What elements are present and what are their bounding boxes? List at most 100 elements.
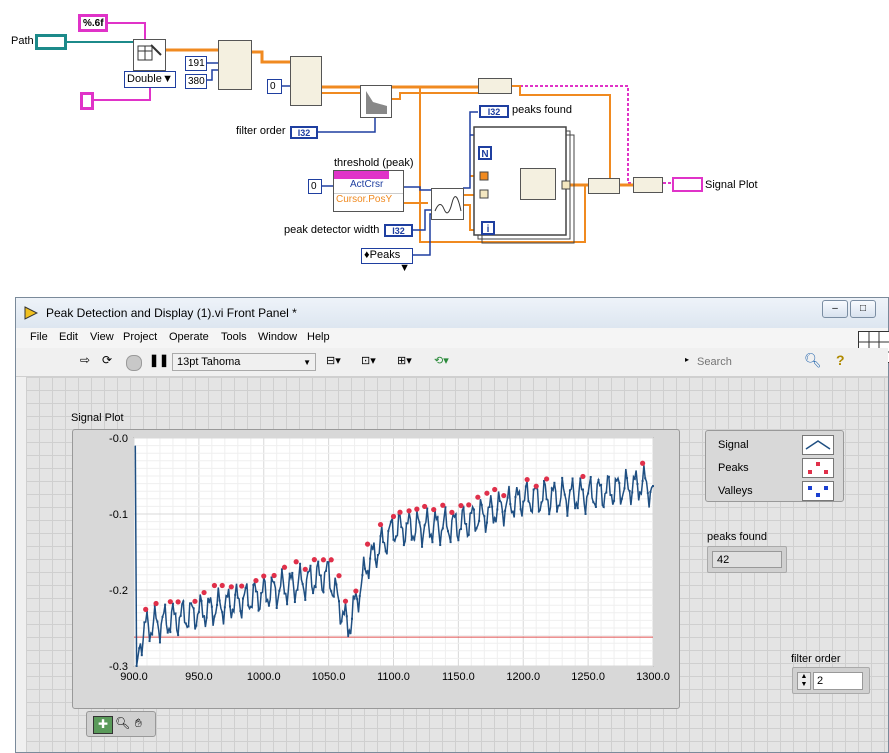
peak-marker bbox=[228, 584, 234, 590]
signal-point bbox=[566, 514, 569, 517]
constant-zero-cursor[interactable]: 0 bbox=[308, 179, 322, 194]
signal-plot-terminal[interactable] bbox=[672, 177, 703, 192]
signal-point bbox=[519, 508, 522, 511]
reorder-icon[interactable]: ⟲▾ bbox=[434, 355, 449, 367]
peaks-found-label: peaks found bbox=[707, 531, 767, 543]
signal-point bbox=[177, 634, 180, 637]
zoom-tool-icon[interactable]: 🔍︎ bbox=[115, 716, 131, 730]
peaks-selector-ring[interactable]: ♦Peaks ▼ bbox=[361, 248, 413, 274]
signal-point bbox=[623, 487, 626, 490]
plot-legend[interactable]: Signal Peaks Valleys bbox=[705, 430, 844, 502]
increment-arrow-icon[interactable]: ▲ bbox=[800, 673, 808, 680]
signal-point bbox=[626, 477, 629, 480]
x-tick-label: 950.0 bbox=[185, 671, 213, 683]
path-control-terminal[interactable] bbox=[35, 34, 67, 50]
run-arrow-icon[interactable]: ⇨ bbox=[80, 353, 91, 367]
format-string-constant[interactable]: %.6f bbox=[78, 14, 108, 32]
decrement-arrow-icon[interactable]: ▼ bbox=[800, 681, 808, 688]
signal-point bbox=[218, 599, 221, 602]
minimize-button[interactable]: – bbox=[822, 300, 848, 318]
signal-point bbox=[470, 511, 473, 514]
filter-order-stepper[interactable]: ▲▼ bbox=[797, 672, 811, 690]
peaks-found-terminal[interactable]: I32 bbox=[479, 105, 509, 118]
distribute-objects-icon[interactable]: ⊡▾ bbox=[361, 355, 376, 367]
pause-icon[interactable]: ❚❚ bbox=[149, 353, 170, 367]
peak-marker bbox=[293, 559, 299, 565]
signal-point bbox=[384, 550, 387, 553]
pan-hand-icon[interactable]: ✋︎ bbox=[135, 716, 142, 730]
threshold-property-node[interactable]: ActCrsr Cursor.PosY bbox=[333, 170, 404, 212]
signal-point bbox=[166, 631, 169, 634]
run-continuously-icon[interactable]: ⟳ bbox=[102, 353, 113, 367]
constant-191[interactable]: 191 bbox=[185, 56, 207, 71]
peak-detector-node[interactable] bbox=[431, 188, 464, 220]
constant-380[interactable]: 380 bbox=[185, 74, 207, 89]
signal-point bbox=[301, 583, 304, 586]
signal-point bbox=[327, 561, 330, 564]
align-objects-icon[interactable]: ⊟▾ bbox=[326, 355, 341, 367]
signal-point bbox=[260, 592, 263, 595]
signal-point bbox=[439, 544, 442, 547]
x-tick-label: 1150.0 bbox=[442, 671, 475, 683]
signal-point bbox=[475, 527, 478, 530]
peak-width-terminal[interactable]: I32 bbox=[384, 224, 413, 237]
legend-peaks-swatch[interactable] bbox=[802, 458, 834, 478]
signal-plot-terminal-label: Signal Plot bbox=[705, 179, 758, 191]
menu-tools[interactable]: Tools bbox=[221, 331, 247, 343]
menu-project[interactable]: Project bbox=[123, 331, 158, 343]
peak-marker bbox=[219, 582, 225, 589]
menu-help[interactable]: Help bbox=[307, 331, 330, 343]
loop-count-terminal[interactable]: N bbox=[478, 146, 492, 160]
build-array-node-top[interactable] bbox=[478, 78, 512, 94]
signal-point bbox=[332, 595, 335, 598]
x-tick-label: 900.0 bbox=[120, 671, 148, 683]
signal-point bbox=[392, 538, 395, 541]
signal-point bbox=[335, 583, 338, 586]
signal-point bbox=[537, 510, 540, 513]
signal-point bbox=[550, 487, 553, 490]
filter-order-terminal[interactable]: I32 bbox=[290, 126, 318, 139]
menu-file[interactable]: File bbox=[30, 331, 48, 343]
filter-node[interactable] bbox=[360, 85, 392, 118]
signal-point bbox=[628, 490, 631, 493]
read-spreadsheet-node[interactable] bbox=[133, 39, 166, 71]
maximize-button[interactable]: □ bbox=[850, 300, 876, 318]
signal-point bbox=[270, 576, 273, 579]
cursor-tool-icon[interactable]: ✚ bbox=[93, 716, 113, 734]
signal-point bbox=[330, 590, 333, 593]
signal-point bbox=[190, 602, 193, 605]
legend-valleys-swatch[interactable] bbox=[802, 481, 834, 501]
constant-zero-index[interactable]: 0 bbox=[267, 79, 282, 94]
search-icon[interactable]: 🔍︎ bbox=[804, 352, 822, 368]
array-subset-node[interactable] bbox=[218, 40, 252, 90]
title-bar: Peak Detection and Display (1).vi Front … bbox=[16, 298, 888, 328]
resize-objects-icon[interactable]: ⊞▾ bbox=[397, 355, 412, 367]
signal-point bbox=[192, 607, 195, 610]
font-selector[interactable]: 13pt Tahoma ▼ bbox=[172, 353, 316, 371]
index-array-node[interactable] bbox=[290, 56, 322, 106]
signal-point bbox=[522, 500, 525, 503]
menu-edit[interactable]: Edit bbox=[59, 331, 78, 343]
build-array-node-bottom[interactable] bbox=[588, 178, 620, 194]
signal-point bbox=[317, 560, 320, 563]
menu-operate[interactable]: Operate bbox=[169, 331, 209, 343]
search-expand-icon[interactable]: ▸ bbox=[685, 355, 690, 364]
signal-point bbox=[164, 603, 167, 606]
signal-point bbox=[244, 587, 247, 590]
menu-window[interactable]: Window bbox=[258, 331, 298, 343]
help-icon[interactable]: ? bbox=[836, 352, 845, 368]
search-input[interactable] bbox=[693, 353, 823, 371]
build-cluster-array-node[interactable] bbox=[633, 177, 663, 193]
filter-order-input[interactable]: 2 bbox=[813, 672, 863, 690]
delimiter-string-constant[interactable] bbox=[80, 92, 94, 110]
signal-point bbox=[229, 605, 232, 608]
legend-signal-swatch[interactable] bbox=[802, 435, 834, 455]
abort-icon[interactable] bbox=[126, 355, 142, 371]
cluster-bundle-node[interactable] bbox=[520, 168, 556, 200]
signal-point bbox=[446, 530, 449, 533]
menu-view[interactable]: View bbox=[90, 331, 114, 343]
signal-point bbox=[171, 602, 174, 605]
type-selector-ring[interactable]: Double ▼ bbox=[124, 71, 176, 88]
